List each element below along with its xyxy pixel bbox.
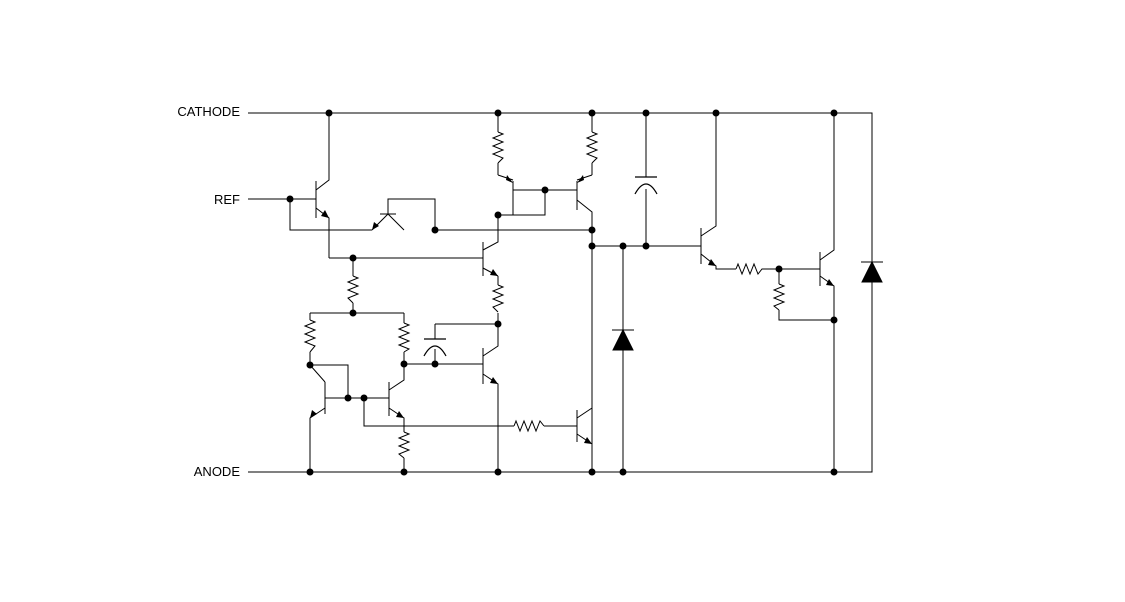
q-right-emitter — [388, 407, 405, 432]
junction — [360, 394, 368, 402]
ref-tap-wire — [289, 199, 372, 231]
wires — [248, 112, 873, 473]
anode-label: ANODE — [194, 464, 241, 479]
arrow-q-right — [396, 411, 404, 418]
junction — [344, 394, 352, 402]
capacitors — [423, 176, 658, 357]
diode-inner-triangle — [612, 328, 634, 351]
q-bottom-emitter — [576, 433, 593, 472]
junction — [431, 226, 439, 234]
mirror-tie — [513, 190, 546, 216]
q-lateral — [371, 198, 592, 231]
arrow-q-left — [310, 410, 317, 418]
q-mid-collector — [482, 190, 514, 251]
capacitor-output-curve — [634, 183, 658, 195]
q-out-emitter — [819, 275, 835, 472]
junction — [830, 316, 838, 324]
q-drv-emitter — [700, 253, 736, 270]
junction — [286, 195, 294, 203]
cathode-label: CATHODE — [177, 104, 240, 119]
mirror-right-collector — [576, 199, 593, 472]
pair-base-tap — [363, 398, 514, 427]
junction — [588, 109, 596, 117]
mirror-left-emitter — [497, 174, 514, 181]
resistor-divider-left — [303, 319, 317, 353]
junction — [775, 265, 783, 273]
q-right-collector — [388, 364, 405, 391]
junction — [494, 320, 502, 328]
resistor-mirror-right — [585, 131, 599, 164]
diode-clamp-triangle — [861, 260, 883, 283]
capacitor-mid-curve — [423, 345, 447, 357]
q-out-resistor-wire — [778, 269, 834, 321]
junction — [619, 242, 627, 250]
q-gain-emitter — [482, 373, 499, 472]
arrows — [310, 175, 834, 444]
junction — [494, 468, 502, 476]
resistor-divider-top — [346, 275, 360, 304]
junction — [349, 309, 357, 317]
junction — [400, 360, 408, 368]
junction — [400, 468, 408, 476]
ref-label: REF — [214, 192, 240, 207]
q-ref-collector — [315, 113, 330, 191]
junction — [349, 254, 357, 262]
junction — [306, 468, 314, 476]
junction — [830, 109, 838, 117]
resistor-bottom — [513, 419, 545, 433]
junction — [588, 468, 596, 476]
junction — [494, 211, 502, 219]
q-gain-collector — [482, 324, 499, 357]
arrow-q-bottom — [584, 437, 592, 444]
mid-cap-top — [434, 323, 498, 339]
arrow-q-lateral — [372, 222, 379, 230]
junction — [642, 109, 650, 117]
junctions — [286, 109, 838, 476]
resistor-mirror-left — [491, 131, 505, 164]
mirror-right-emitter — [576, 174, 593, 181]
arrow-q-ref — [321, 210, 329, 218]
arrow-q-mid — [490, 269, 498, 276]
resistor-pair-emitter — [397, 431, 411, 459]
junction — [830, 468, 838, 476]
resistors — [303, 131, 786, 459]
junction — [619, 468, 627, 476]
q-out-collector — [819, 113, 835, 261]
junction — [712, 109, 720, 117]
junction — [325, 109, 333, 117]
q-left-wiring — [309, 364, 349, 398]
junction — [588, 242, 596, 250]
anode-rail — [248, 282, 873, 473]
junction — [541, 186, 549, 194]
junction — [306, 361, 314, 369]
junction — [494, 109, 502, 117]
q-drv-collector — [700, 113, 717, 237]
resistor-drv-emitter — [735, 262, 764, 276]
junction — [431, 360, 439, 368]
resistor-out-base — [772, 283, 786, 311]
q-left-emitter — [309, 407, 326, 472]
arrow-q-gain — [490, 377, 498, 384]
junction — [588, 226, 596, 234]
arrow-q-out — [826, 279, 834, 286]
resistor-mid — [491, 284, 505, 313]
arrow-q-drv — [708, 259, 716, 266]
resistor-divider-right — [397, 322, 411, 353]
arrow-mirror-left — [506, 175, 513, 183]
junction — [642, 242, 650, 250]
diodes — [612, 260, 883, 351]
cathode-rail — [248, 112, 873, 262]
q-bottom-collector — [576, 407, 593, 419]
arrow-mirror-right — [577, 175, 584, 183]
